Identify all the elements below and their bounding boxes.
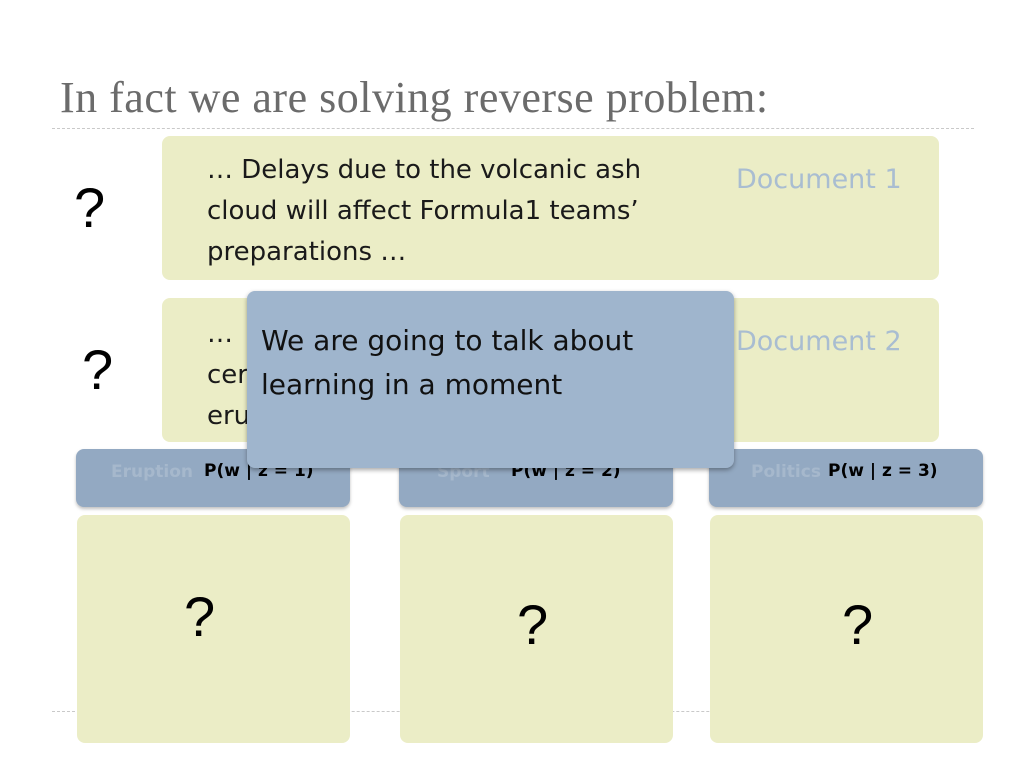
- slide-title: In fact we are solving reverse problem:: [60, 73, 769, 122]
- document-2-text: … cer eru: [207, 314, 407, 437]
- topic-3-name: Politics: [751, 462, 821, 482]
- popup-callout: We are going to talk about learning in a…: [247, 291, 734, 468]
- document-1-label: Document 1: [736, 164, 902, 195]
- topic-1-question-mark: ?: [184, 585, 216, 648]
- popup-text: We are going to talk about learning in a…: [261, 324, 634, 401]
- document-1-card: … Delays due to the volcanic ash cloud w…: [162, 136, 939, 280]
- document-1-question-mark: ?: [74, 176, 106, 239]
- topic-3-header: Politics P(w | z = 3): [709, 449, 983, 507]
- document-1-line: … Delays due to the volcanic ash: [207, 155, 642, 185]
- document-2-label: Document 2: [736, 326, 902, 357]
- document-2-question-mark: ?: [82, 338, 114, 401]
- topic-2-body: ?: [400, 515, 673, 743]
- document-2-line: eru: [207, 401, 251, 431]
- topic-1-name: Eruption: [111, 462, 194, 482]
- topic-3-body: ?: [710, 515, 983, 743]
- document-2-line: cer: [207, 360, 248, 390]
- topic-1-body: ?: [77, 515, 350, 743]
- title-divider: [52, 128, 974, 129]
- document-1-text: … Delays due to the volcanic ash cloud w…: [207, 150, 707, 273]
- topic-3-question-mark: ?: [842, 593, 874, 656]
- document-2-line: …: [207, 319, 233, 349]
- document-1-line: cloud will affect Formula1 teams’: [207, 196, 639, 226]
- document-1-line: preparations …: [207, 237, 407, 267]
- topic-2-question-mark: ?: [517, 593, 549, 656]
- topic-3-formula: P(w | z = 3): [828, 461, 938, 481]
